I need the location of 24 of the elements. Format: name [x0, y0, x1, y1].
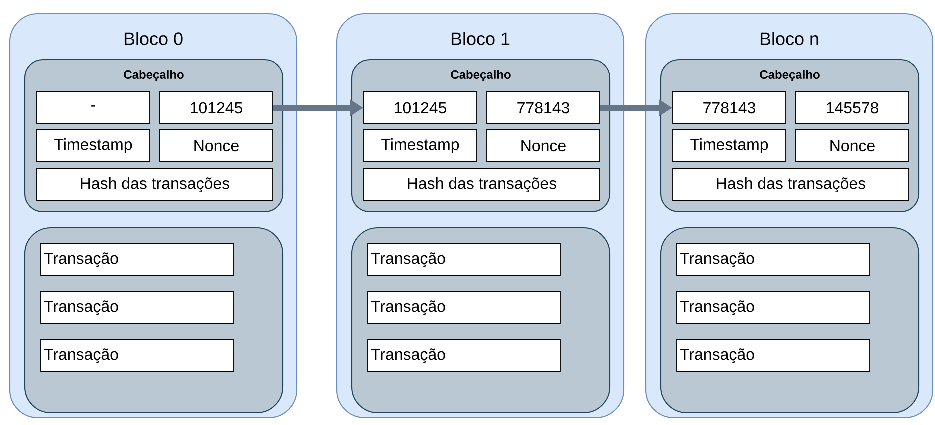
field-cell: 778143	[486, 92, 600, 124]
field-cell: Nonce	[486, 130, 600, 162]
transaction-cell: Transação	[40, 340, 234, 372]
transaction-cell: Transação	[40, 292, 234, 324]
field-cell: Nonce	[796, 130, 910, 162]
field-cell: 145578	[796, 92, 910, 124]
field-cell: Hash das transações	[672, 168, 910, 202]
transaction-cell: Transação	[676, 292, 870, 324]
field-cell: Timestamp	[36, 130, 150, 162]
field-cell: Hash das transações	[36, 168, 274, 202]
field-cell: Timestamp	[672, 130, 786, 162]
transaction-cell: Transação	[40, 244, 234, 276]
field-cell: Hash das transações	[364, 168, 600, 202]
transaction-cell: Transação	[676, 340, 870, 372]
field-cell: Timestamp	[364, 130, 478, 162]
transaction-cell: Transação	[368, 244, 562, 276]
field-cell: -	[36, 92, 150, 124]
transaction-cell: Transação	[368, 340, 562, 372]
field-cell: 101245	[364, 92, 478, 124]
field-cell: Nonce	[160, 130, 274, 162]
transaction-cell: Transação	[368, 292, 562, 324]
field-cell: 101245	[160, 92, 274, 124]
transaction-cell: Transação	[676, 244, 870, 276]
field-cell: 778143	[672, 92, 786, 124]
